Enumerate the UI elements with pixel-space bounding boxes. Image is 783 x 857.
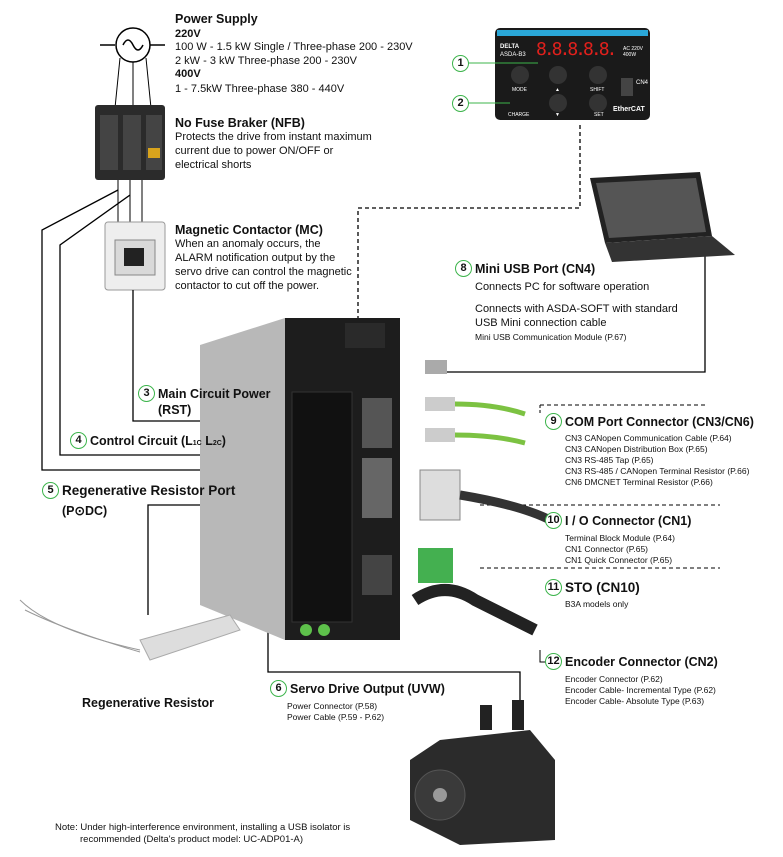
mc-desc: ALARM notification output by the — [175, 252, 336, 264]
panel-ethercat: EtherCAT — [613, 106, 645, 113]
panel-model: ASDA-B3 — [500, 52, 526, 58]
nfb-breaker-image — [95, 105, 165, 180]
mc-desc: servo drive can control the magnetic — [175, 266, 352, 278]
key-mode[interactable]: MODE — [512, 87, 527, 93]
nfb-desc: current due to power ON/OFF or — [175, 145, 334, 157]
mc-title: Magnetic Contactor (MC) — [175, 223, 323, 237]
laptop-image — [590, 172, 735, 262]
connector-cables-image — [411, 360, 553, 636]
mc-block: Magnetic Contactor (MC) When an anomaly … — [175, 223, 352, 293]
mc-desc: contactor to cut off the power. — [175, 280, 320, 292]
note-line1: Note: Under high-interference environmen… — [55, 822, 351, 833]
key-shift[interactable]: SHIFT — [590, 87, 605, 93]
footnote: Note: Under high-interference environmen… — [55, 822, 350, 846]
panel-rating: AC 220V 400W — [623, 46, 644, 58]
panel-cn4: CN4 — [636, 80, 649, 86]
ps-line3: 1 - 7.5kW Three-phase 380 - 440V — [175, 83, 345, 95]
servo-drive-image — [200, 318, 400, 640]
callout-1: 1 — [452, 55, 472, 73]
ac-source-icon — [100, 27, 165, 109]
mc-desc: When an anomaly occurs, the — [175, 238, 321, 250]
ps-line2: 2 kW - 3 kW Three-phase 200 - 230V — [175, 55, 357, 67]
front-panel-image — [495, 28, 650, 120]
magnetic-contactor-image — [104, 221, 166, 291]
callout-2: 2 — [452, 95, 472, 113]
panel-brand: DELTA — [500, 44, 520, 50]
key-down[interactable]: ▼ — [555, 112, 560, 118]
regenerative-resistor-image — [19, 599, 241, 661]
v400: 400V — [175, 68, 201, 80]
key-set[interactable]: SET — [594, 112, 604, 118]
note-line2: recommended (Delta's product model: UC-A… — [80, 834, 304, 845]
power-supply-title: Power Supply — [175, 12, 258, 26]
nfb-desc: Protects the drive from instant maximum — [175, 131, 372, 143]
nfb-title: No Fuse Braker (NFB) — [175, 116, 305, 130]
power-supply-block: Power Supply 220V 100 W - 1.5 kW Single … — [175, 12, 413, 96]
key-up[interactable]: ▲ — [555, 87, 560, 93]
v220: 220V — [175, 28, 201, 40]
nfb-desc: electrical shorts — [175, 159, 252, 171]
servo-motor-image — [410, 700, 555, 845]
charge-led: CHARGE — [508, 112, 530, 118]
ps-line1: 100 W - 1.5 kW Single / Three-phase 200 … — [175, 41, 413, 53]
resistor-label: Regenerative Resistor — [82, 696, 215, 710]
panel-display: 8.8.8.8.8. — [536, 40, 617, 60]
nfb-block: No Fuse Braker (NFB) Protects the drive … — [175, 116, 372, 172]
